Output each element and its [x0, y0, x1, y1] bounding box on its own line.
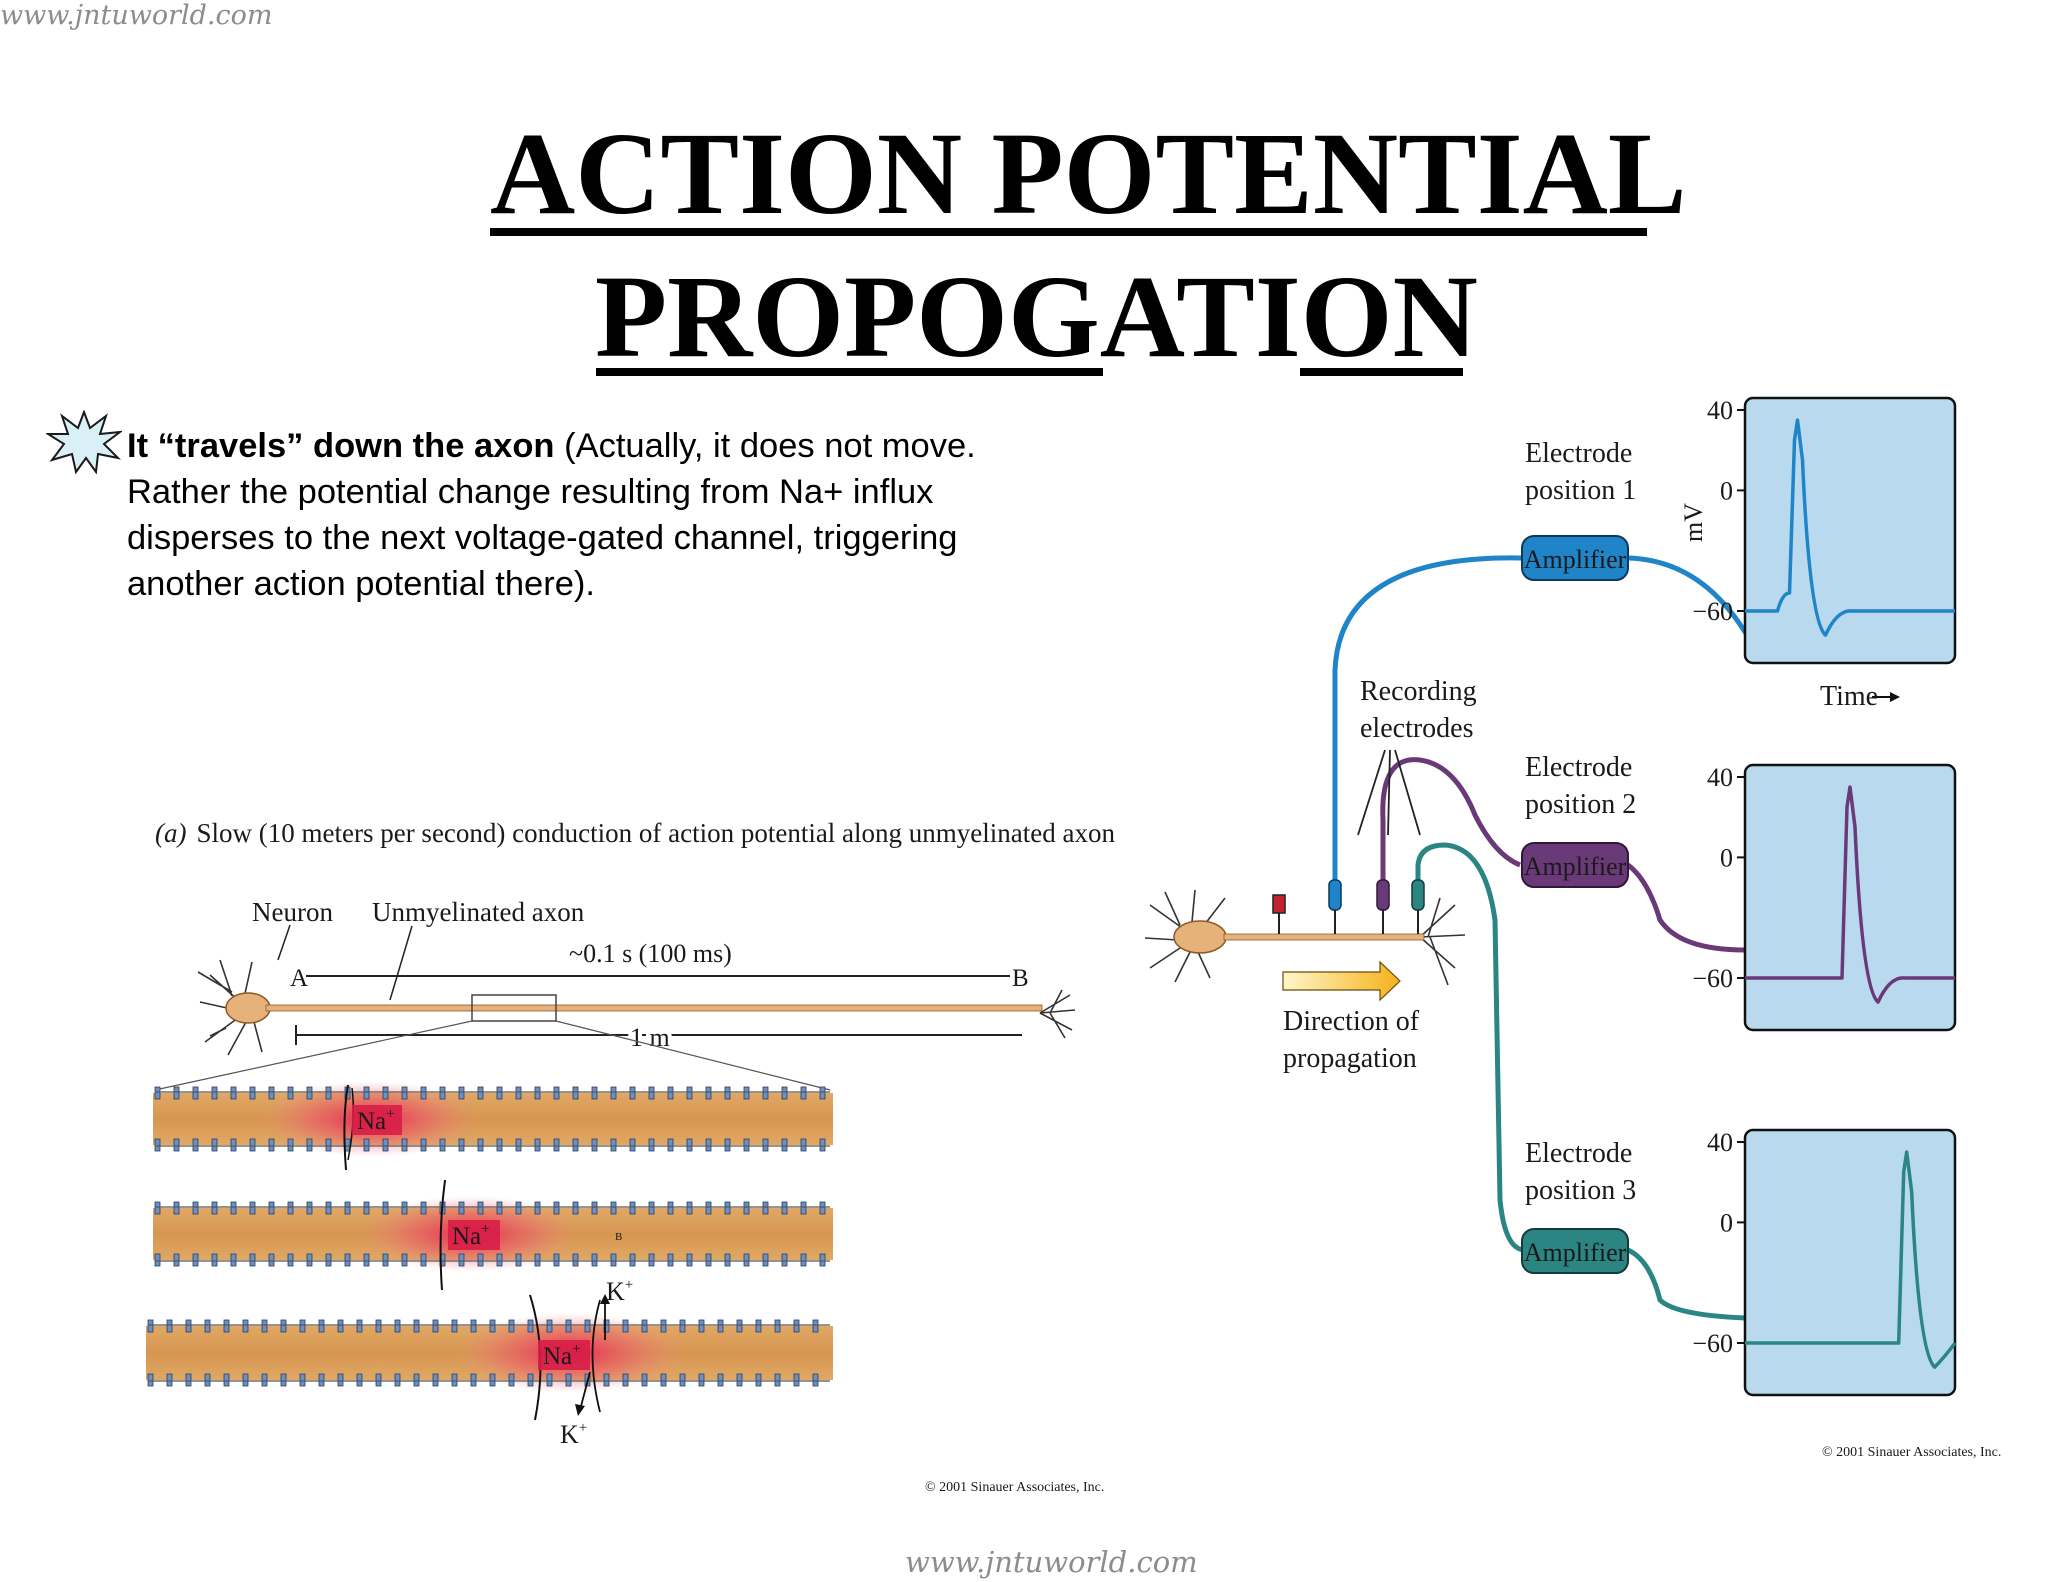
action-potential-trace-2	[1745, 785, 1955, 1004]
watermark-bottom: www.jntuworld.com	[905, 1545, 1198, 1579]
axon-segment-1: Na+	[153, 1081, 833, 1171]
plot-2-tick-1: 0	[1720, 843, 1733, 872]
panel-a-copyright: © 2001 Sinauer Associates, Inc.	[925, 1480, 1104, 1495]
cable-electrode-1	[1332, 555, 1523, 885]
plot-1-tick-1: 0	[1720, 476, 1733, 505]
point-b-label: B	[1012, 965, 1029, 992]
amplifier-3: Amplifier	[1521, 1228, 1629, 1274]
page-title-line-2: PROPOGATION	[595, 251, 1478, 382]
k-ion-label-bottom: K+	[560, 1420, 587, 1449]
point-a-label: A	[290, 965, 308, 992]
watermark-top: www.jntuworld.com	[0, 0, 273, 31]
plot-3-tick-1: 0	[1720, 1208, 1733, 1237]
neuron-label: Neuron	[252, 897, 333, 927]
panel-a-caption: (a) Slow (10 meters per second) conductio…	[155, 818, 1115, 848]
svg-text:Amplifier: Amplifier	[1524, 852, 1627, 881]
amplifier-2: Amplifier	[1521, 842, 1629, 888]
axon-label-pointer	[389, 925, 413, 1001]
bullet-text: It “travels” down the axon (Actually, it…	[127, 423, 1027, 607]
axon-segment-3: Na+ K+ K+	[146, 1277, 833, 1449]
panel-b-copyright: © 2001 Sinauer Associates, Inc.	[1822, 1445, 2001, 1460]
recording-electrode-2	[1376, 879, 1390, 934]
recording-electrode-1	[1328, 879, 1342, 934]
zoom-box	[471, 994, 557, 1022]
plot-1-tick-0: 40	[1707, 396, 1733, 425]
k-ion-label-top: K+	[606, 1277, 633, 1306]
recording-neuron	[1144, 889, 1466, 986]
recording-plot-2: 40 0 −60	[1692, 763, 1957, 1032]
plot-1-tick-2: −60	[1692, 597, 1733, 626]
zoom-line-left	[154, 1020, 473, 1091]
na-ion-label-2: Na+	[452, 1221, 490, 1250]
stimulating-electrode	[1272, 894, 1286, 934]
cable-electrode-2	[1380, 757, 1522, 885]
distance-label: 1 m	[630, 1023, 670, 1052]
page-title-line-1: ACTION POTENTIAL	[490, 108, 1687, 239]
recording-electrodes-pointers	[1357, 749, 1421, 836]
time-label: ~0.1 s (100 ms)	[569, 939, 732, 968]
cable-amp-2-out	[1626, 863, 1746, 953]
zoom-line-right	[555, 1020, 831, 1091]
title-underline-2a	[596, 368, 1103, 376]
segment-marker: B	[615, 1231, 622, 1243]
long-neuron	[197, 959, 1076, 1056]
action-potential-trace-1	[1745, 418, 1955, 637]
na-ion-label-3: Na+	[543, 1341, 581, 1370]
plot-2-tick-2: −60	[1692, 964, 1733, 993]
title-underline-2b	[1300, 368, 1463, 376]
plot-3-tick-0: 40	[1707, 1128, 1733, 1157]
panel-a-caption-prefix: (a)	[155, 818, 186, 848]
recording-plot-1: 40 0 −60	[1692, 396, 1957, 665]
cable-electrode-3	[1415, 842, 1526, 1253]
plot-2-tick-0: 40	[1707, 763, 1733, 792]
time-axis-label: Time	[1820, 681, 1878, 712]
recording-electrode-3	[1411, 879, 1425, 934]
na-ion-label-1: Na+	[357, 1106, 395, 1135]
direction-arrow	[1282, 960, 1401, 1002]
cable-amp-1-out	[1627, 555, 1753, 637]
amplifier-1: Amplifier	[1521, 535, 1629, 581]
bullet-body-text: (Actually, it does not move. Rather the …	[127, 427, 976, 603]
action-potential-trace-3	[1745, 1150, 1957, 1369]
neuron-label-pointer	[277, 924, 291, 961]
recording-plots: 40 0 −60 40 0 −60 40 0 −60	[1692, 396, 1957, 1397]
cable-amp-3-out	[1626, 1247, 1746, 1321]
axon-segment-2: Na+ B	[153, 1179, 833, 1291]
panel-a-caption-text: Slow (10 meters per second) conduction o…	[196, 818, 1115, 848]
title-underline-1	[490, 228, 1647, 236]
plot-3-tick-2: −60	[1692, 1329, 1733, 1358]
bullet-bold-text: It “travels” down the axon	[127, 427, 555, 465]
svg-text:Amplifier: Amplifier	[1524, 1238, 1627, 1267]
recording-plot-3: 40 0 −60	[1692, 1128, 1957, 1397]
mv-axis-label: mV	[1679, 503, 1708, 542]
starburst-bullet-icon	[46, 410, 122, 474]
svg-text:Amplifier: Amplifier	[1524, 545, 1627, 574]
unmyelinated-axon-label: Unmyelinated axon	[372, 897, 585, 927]
time-arrow-icon	[1872, 692, 1900, 702]
